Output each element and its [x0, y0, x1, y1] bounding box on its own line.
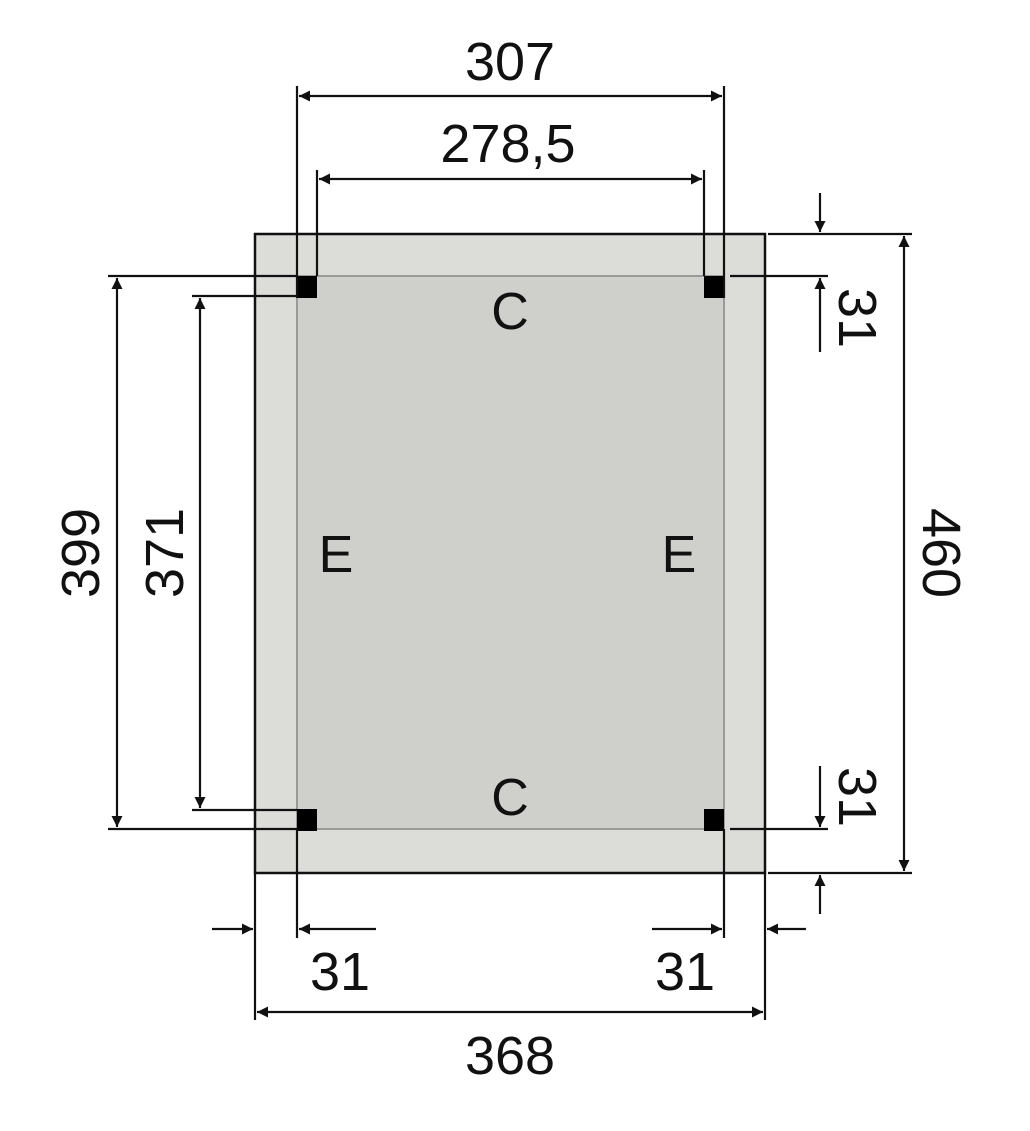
- dimension-right-bottom-offset-label: 31: [827, 767, 887, 827]
- fixing-point-bottom-right: [704, 809, 724, 831]
- dimension-top-inner-label: 278,5: [440, 114, 575, 174]
- dimension-bottom-overall-label: 368: [465, 1026, 555, 1086]
- fixing-point-bottom-left: [297, 809, 317, 831]
- dimension-bottom-overall: 368: [257, 1006, 763, 1086]
- fixing-point-top-left: [297, 276, 317, 298]
- dimension-left-inner-label: 371: [135, 508, 195, 598]
- edge-mark-top: C: [491, 283, 529, 341]
- dimension-top-outer-label: 307: [465, 32, 555, 92]
- dimension-right-top-offset-label: 31: [827, 288, 887, 348]
- dimension-right-overall: 460: [768, 232, 971, 875]
- edge-mark-right: E: [662, 526, 697, 584]
- dimension-left-outer-label: 399: [51, 508, 111, 598]
- dimension-bottom-right-offset: 31: [652, 829, 806, 1020]
- inner-panel: [296, 275, 725, 830]
- dimension-left-inner: 371: [135, 294, 297, 812]
- edge-mark-bottom: C: [491, 769, 529, 827]
- dimension-top-outer: 307: [295, 32, 726, 298]
- dimension-left-outer: 399: [51, 274, 297, 831]
- edge-mark-left: E: [319, 526, 354, 584]
- fixing-point-top-right: [704, 276, 724, 298]
- dimension-right-overall-label: 460: [911, 508, 971, 598]
- dimension-bottom-left-offset: 31: [212, 829, 376, 1020]
- dimension-right-top-offset: 31: [730, 193, 887, 352]
- dimension-right-bottom-offset: 31: [730, 766, 887, 914]
- dimension-bottom-right-offset-label: 31: [655, 942, 715, 1002]
- dimension-bottom-left-offset-label: 31: [310, 942, 370, 1002]
- dimension-top-inner: 278,5: [315, 114, 706, 276]
